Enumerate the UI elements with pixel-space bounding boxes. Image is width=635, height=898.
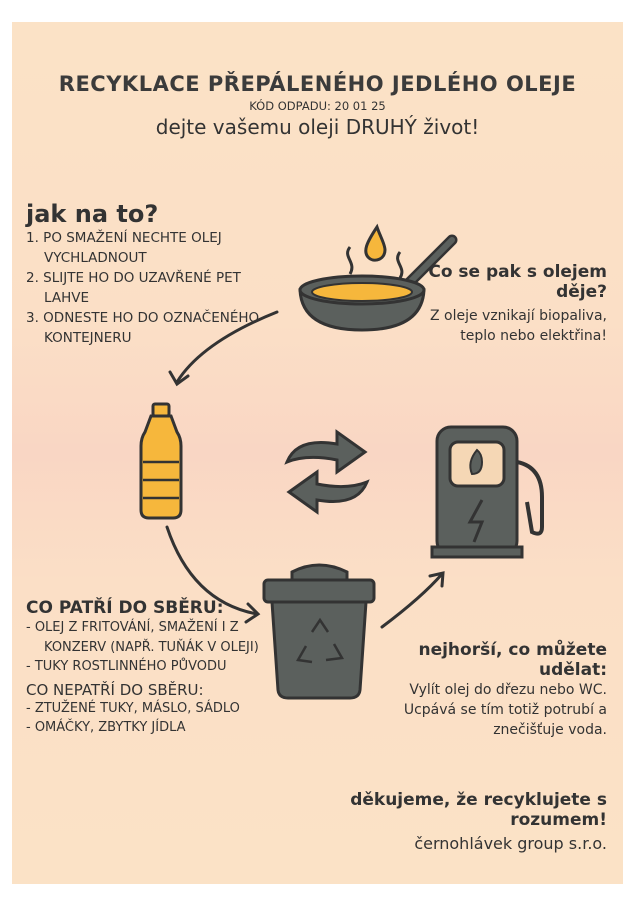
thanks-text: děkujeme, že recyklujete s rozumem! [350,790,607,830]
step-item: 1. PO SMAŽENÍ NECHTE OLEJ VYCHLADNOUT [26,230,222,266]
step-item: 2. SLIJTE HO DO UZAVŘENÉ PET LAHVE [26,270,241,306]
recycling-bin-icon [262,563,376,700]
cycle-arrows-icon [284,429,370,515]
fuel-pump-icon [430,425,544,559]
recycle-symbol-icon [296,617,345,664]
bottle-icon [139,402,183,520]
what-happens-section: Co se pak s olejem děje? Z oleje vznikaj… [417,262,607,346]
allowed-item: - OLEJ Z FRITOVÁNÍ, SMAŽENÍ I Z KONZERV … [26,620,259,655]
not-allowed-item: - OMÁČKY, ZBYTKY JÍDLA [26,720,186,735]
arrow-icon [380,572,444,629]
poster-title: RECYKLACE PŘEPÁLENÉHO JEDLÉHO OLEJE [58,72,577,96]
not-allowed-heading: CO NEPATŘÍ DO SBĚRU: [26,680,204,699]
worst-heading: nejhorší, co můžete udělat: [418,640,607,680]
how-to-section: jak na to? 1. PO SMAŽENÍ NECHTE OLEJ VYC… [26,200,276,348]
poster: RECYKLACE PŘEPÁLENÉHO JEDLÉHO OLEJE KÓD … [12,22,623,884]
what-happens-heading: Co se pak s olejem děje? [428,262,607,302]
what-happens-text: Z oleje vznikají biopaliva, teplo nebo e… [429,308,607,344]
arrow-icon [175,310,279,384]
frying-pan-icon [298,223,458,332]
arrow-icon [165,525,259,616]
allowed-item: - TUKY ROSTLINNÉHO PŮVODU [26,659,227,674]
slogan: dejte vašemu oleji DRUHÝ život! [155,115,480,139]
waste-code: KÓD ODPADU: 20 01 25 [249,99,386,113]
step-item: 3. ODNESTE HO DO OZNAČENÉHO KONTEJNERU [26,310,260,346]
allowed-heading: CO PATŘÍ DO SBĚRU: [26,598,224,618]
worst-section: nejhorší, co můžete udělat: Vylít olej d… [397,640,607,740]
company-name: černohlávek group s.r.o. [414,834,607,853]
not-allowed-item: - ZTUŽENÉ TUKY, MÁSLO, SÁDLO [26,700,240,716]
allowed-section: CO PATŘÍ DO SBĚRU: - OLEJ Z FRITOVÁNÍ, S… [26,598,266,738]
flow-arrows [165,310,445,629]
worst-text: Vylít olej do dřezu nebo WC. Ucpává se t… [403,682,607,738]
how-to-heading: jak na to? [26,200,159,228]
footer: děkujeme, že recyklujete s rozumem! čern… [272,790,607,853]
